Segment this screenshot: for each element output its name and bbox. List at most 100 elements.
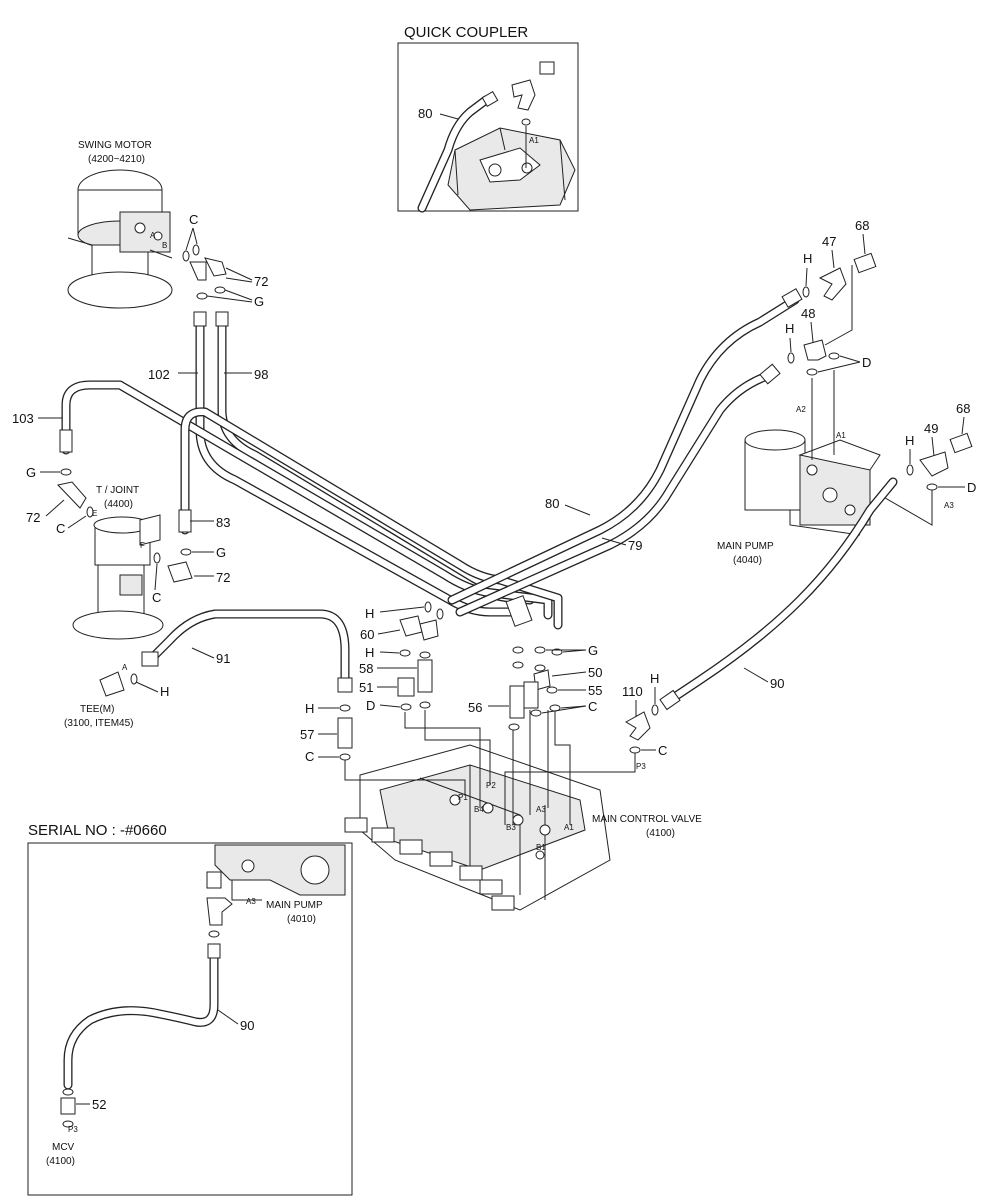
swing-elbow-2 <box>204 257 227 277</box>
quick-coupler-pump-sketch <box>447 127 576 211</box>
pump-side-oring-h <box>906 464 914 476</box>
mcv-code: (4100) <box>646 828 675 839</box>
left-oring-g <box>60 468 72 476</box>
serial-inset-title: SERIAL NO : -#0660 <box>28 822 167 839</box>
main-pump: A2 A1 MAIN PUMP (4040) <box>717 370 881 566</box>
serial-pump-sketch <box>214 844 346 901</box>
pump-top-h-label-2: H <box>785 321 794 336</box>
main-control-valve: P1 P2 B4 B3 A3 B1 A1 MAIN CONTROL VALVE … <box>344 710 702 911</box>
center-oring-h3 <box>399 649 411 657</box>
quick-coupler-port: A1 <box>529 136 539 145</box>
connector-68a-label: 68 <box>855 218 869 233</box>
mcv-right-oring-4 <box>512 661 524 669</box>
swing-72-label: 72 <box>254 274 268 289</box>
left-72-label: 72 <box>26 510 40 525</box>
elbow-60-b <box>419 619 439 641</box>
serial-fitting-label: 52 <box>92 1097 106 1112</box>
tee-m-h-label: H <box>160 684 169 699</box>
mcv-right-g-label: G <box>588 643 598 658</box>
serial-fitting-top <box>206 871 222 889</box>
serial-hose-label: 90 <box>240 1018 254 1033</box>
connector-68b <box>949 432 973 454</box>
swing-motor-oring-c2 <box>192 244 200 256</box>
swing-motor-sketch <box>67 169 173 309</box>
mcv-right-oring-c1 <box>508 723 520 731</box>
fitting-57 <box>337 717 353 749</box>
center-oring-h4 <box>419 651 431 659</box>
left-elbow-72 <box>57 481 87 509</box>
hose-83-label: 83 <box>216 515 230 530</box>
elbow-110-label: 110 <box>622 684 643 699</box>
tee-m-ref: (3100, ITEM45) <box>64 718 133 729</box>
center-d-label: D <box>366 698 375 713</box>
swing-motor-c-label: C <box>189 212 198 227</box>
fitting-48-label: 48 <box>801 306 815 321</box>
connector-68a <box>853 252 877 274</box>
swing-motor: SWING MOTOR (4200~4210) A B C 72 G <box>67 140 268 309</box>
center-h-label-1: H <box>365 606 374 621</box>
hose-98-label: 98 <box>254 367 268 382</box>
serial-oring-3 <box>62 1120 74 1128</box>
mcv-port-b1: B1 <box>536 843 546 852</box>
pump-top-d-label: D <box>862 355 871 370</box>
fitting-49-label: 49 <box>924 421 938 436</box>
quick-coupler-title: QUICK COUPLER <box>404 24 528 41</box>
main-pump-sketch <box>744 429 881 536</box>
fitting-56b <box>523 681 539 709</box>
fitting-60-label: 60 <box>360 627 374 642</box>
hose90-h-label: H <box>650 671 659 686</box>
mcv-right-oring-1 <box>512 646 524 654</box>
serial-tee <box>206 897 233 926</box>
fitting-56 <box>509 685 525 719</box>
elbow-110 <box>625 711 651 741</box>
tj-oring-g <box>180 548 192 556</box>
swing-motor-port-b: B <box>162 241 167 250</box>
mcv-title: MAIN CONTROL VALVE <box>592 814 702 825</box>
hose-90-label: 90 <box>770 676 784 691</box>
quick-coupler-connector <box>539 61 555 75</box>
pump-top-oring-h2 <box>787 352 795 364</box>
swing-motor-port-a: A <box>150 231 156 240</box>
hose-91-label: 91 <box>216 651 230 666</box>
mcv-port-p2: P2 <box>486 781 496 790</box>
pump-side-h-label: H <box>905 433 914 448</box>
quick-coupler-hose-label: 80 <box>418 106 432 121</box>
swing-elbow-1 <box>189 261 207 281</box>
serial-oring-1 <box>208 930 220 938</box>
mcv-port-b3: B3 <box>506 823 516 832</box>
elbow-47 <box>818 267 847 301</box>
center-oring-d2 <box>419 701 431 709</box>
swing-oring-g2 <box>214 286 226 294</box>
fitting-57-label: 57 <box>300 727 314 742</box>
swing-motor-range: (4200~4210) <box>88 154 145 165</box>
fitting-51 <box>397 677 415 697</box>
serial-oring-2 <box>62 1088 74 1096</box>
mcv-left-oring-c <box>339 753 351 761</box>
tee-m-port: A <box>122 663 128 672</box>
main-pump-port-a2: A2 <box>796 405 806 414</box>
mcv-right-oring-2 <box>534 646 546 654</box>
center-oring-d1 <box>400 703 412 711</box>
t-joint-port-f: F <box>140 541 145 550</box>
hose-79-label: 79 <box>628 538 642 553</box>
tee-m-body <box>99 671 125 697</box>
serial-mcv-title: MCV <box>52 1142 75 1153</box>
hose-103-label: 103 <box>12 411 34 426</box>
mcv-left-c-label: C <box>305 749 314 764</box>
fitting-47-label: 47 <box>822 234 836 249</box>
t-joint-oring-c <box>153 552 161 564</box>
t-joint-title: T / JOINT <box>96 485 139 496</box>
serial-mcv-port: P3 <box>68 1125 78 1134</box>
pump-side-port-a3: A3 <box>944 501 954 510</box>
mcv-port-a3: A3 <box>536 805 546 814</box>
tj-g-label: G <box>216 545 226 560</box>
left-oring-c <box>86 506 94 518</box>
serial-inset-frame <box>27 842 353 1196</box>
pump-side-d-label: D <box>967 480 976 495</box>
left-c-label: C <box>56 521 65 536</box>
quick-coupler-oring <box>521 118 531 126</box>
quick-coupler-elbow <box>511 79 536 111</box>
tee-m: A H TEE(M) (3100, ITEM45) <box>64 663 169 729</box>
tee-48 <box>803 339 827 361</box>
